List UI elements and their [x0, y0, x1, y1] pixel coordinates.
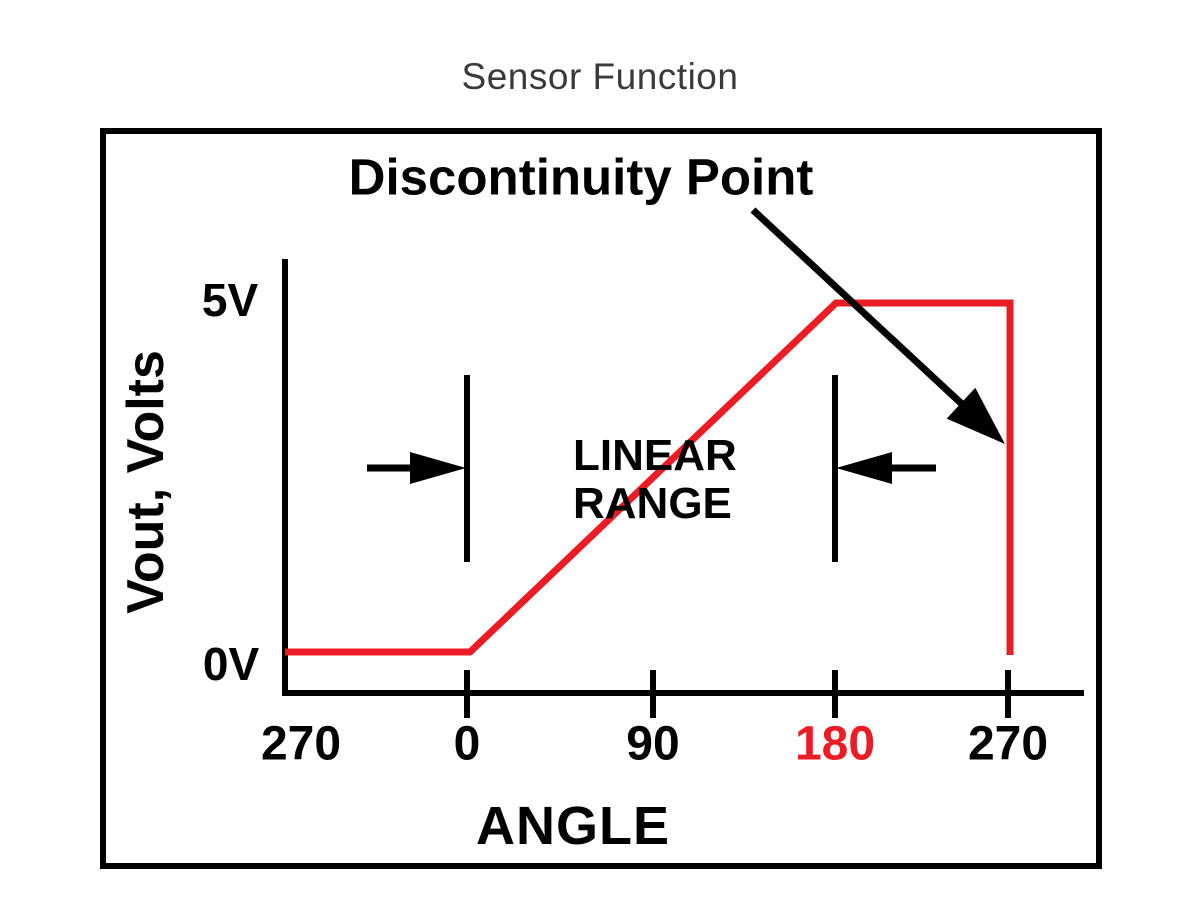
- discontinuity-heading: Discontinuity Point: [348, 148, 814, 206]
- x-tick-label-270-right: 270: [967, 717, 1049, 771]
- y-tick-label-5v: 5V: [201, 274, 259, 326]
- x-tick-label-90: 90: [626, 717, 680, 771]
- y-tick-label-0v: 0V: [202, 638, 260, 690]
- linear-range-annotation: LINEAR RANGE: [573, 432, 737, 528]
- linear-range-line2: RANGE: [573, 479, 732, 528]
- x-axis-title: ANGLE: [476, 796, 670, 856]
- x-tick-label-270-left: 270: [260, 717, 342, 771]
- discontinuity-arrow-head: [946, 387, 1005, 444]
- x-tick-label-180-highlighted: 180: [794, 717, 876, 771]
- range-arrow-right: [836, 452, 936, 484]
- linear-range-line1: LINEAR: [573, 431, 737, 480]
- range-arrow-right-head: [836, 452, 892, 484]
- x-tick-label-0: 0: [453, 717, 481, 771]
- discontinuity-arrow-shaft: [750, 207, 966, 408]
- sensor-output-curve: [285, 299, 1014, 656]
- plot-border-box: [100, 128, 1102, 869]
- range-arrow-left: [367, 452, 466, 484]
- discontinuity-arrow: [750, 207, 1005, 444]
- y-axis-title: Vout, Volts: [117, 350, 175, 614]
- figure-title: Sensor Function: [461, 56, 739, 97]
- range-arrow-left-head: [410, 452, 466, 484]
